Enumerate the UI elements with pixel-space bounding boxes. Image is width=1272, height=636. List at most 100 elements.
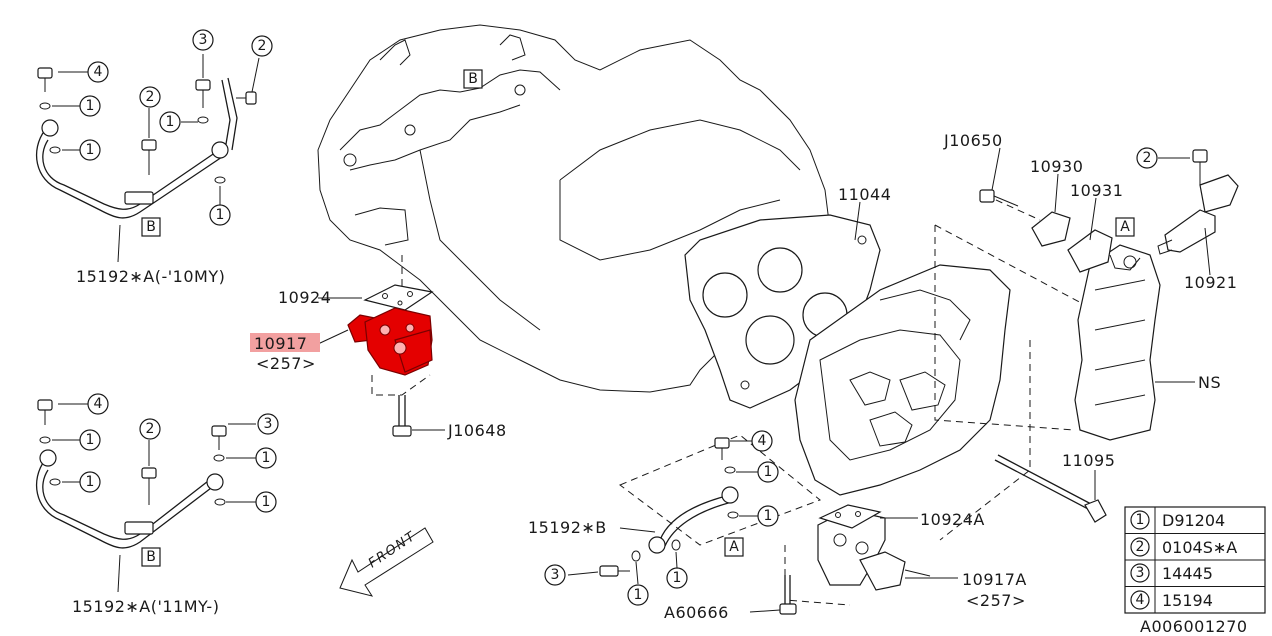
- svg-text:2: 2: [146, 89, 155, 105]
- label-10931[interactable]: 10931: [1070, 181, 1123, 200]
- callout-4[interactable]: 4: [87, 61, 109, 83]
- svg-text:4: 4: [94, 64, 103, 80]
- legend-part[interactable]: 0104S∗A: [1162, 538, 1237, 557]
- label-11044[interactable]: 11044: [838, 185, 891, 204]
- ref-marker-b-bottom[interactable]: B: [141, 547, 161, 567]
- svg-text:1: 1: [86, 474, 95, 490]
- svg-text:B: B: [146, 549, 156, 565]
- label-11095[interactable]: 11095: [1062, 451, 1115, 470]
- label-10917a[interactable]: 10917A: [962, 570, 1027, 589]
- label-10924a[interactable]: 10924A: [920, 510, 985, 529]
- label-10930[interactable]: 10930: [1030, 157, 1083, 176]
- callout-1[interactable]: 1: [757, 461, 779, 483]
- oil-pump-10917a[interactable]: [817, 509, 931, 591]
- oil-pump-10917-highlighted[interactable]: [347, 307, 433, 376]
- front-label: FRONT: [366, 528, 420, 571]
- front-arrow: FRONT: [339, 527, 434, 597]
- svg-text:3: 3: [264, 416, 273, 432]
- callout-2[interactable]: 2: [139, 418, 161, 440]
- svg-text:1: 1: [764, 508, 773, 524]
- callout-3[interactable]: 3: [192, 29, 214, 51]
- cam-cover-ns[interactable]: [1074, 244, 1161, 441]
- ocv-10921[interactable]: [1157, 174, 1239, 255]
- svg-text:4: 4: [758, 433, 767, 449]
- legend-part[interactable]: 14445: [1162, 564, 1213, 583]
- legend-part[interactable]: 15194: [1162, 591, 1213, 610]
- ref-marker-a-pipe[interactable]: A: [724, 537, 744, 557]
- callout-4[interactable]: 4: [87, 393, 109, 415]
- label-j10650[interactable]: J10650: [943, 131, 1003, 150]
- gasket-10924a[interactable]: [818, 504, 882, 529]
- label-10917[interactable]: 10917: [254, 334, 307, 353]
- callout-1[interactable]: 1: [209, 204, 231, 226]
- ref-marker-a-cover[interactable]: A: [1115, 217, 1135, 237]
- ref-marker-b-engine[interactable]: B: [463, 69, 483, 89]
- svg-text:1: 1: [634, 587, 643, 603]
- head-gasket-11044[interactable]: [684, 214, 881, 409]
- part-labels: 10917 <257> 10924 J10648 J10650 10930 10…: [72, 131, 1248, 636]
- svg-text:A: A: [1120, 219, 1130, 235]
- ref-markers: B B B A A: [141, 69, 1135, 567]
- label-10924[interactable]: 10924: [278, 288, 331, 307]
- callout-1[interactable]: 1: [757, 505, 779, 527]
- callout-4[interactable]: 4: [751, 430, 773, 452]
- svg-text:B: B: [146, 219, 156, 235]
- svg-text:1: 1: [262, 494, 271, 510]
- diagram-id: A006001270: [1140, 617, 1248, 636]
- bolt-2-right[interactable]: [1192, 149, 1208, 186]
- callout-1[interactable]: 1: [79, 471, 101, 493]
- label-10917a-qty: <257>: [966, 591, 1026, 610]
- legend-num: 3: [1136, 565, 1145, 581]
- legend-num: 2: [1136, 539, 1145, 555]
- head-bolt-11095[interactable]: [994, 454, 1107, 523]
- svg-text:1: 1: [673, 570, 682, 586]
- label-15192a-old[interactable]: 15192∗A(-'10MY): [76, 267, 225, 286]
- callout-2[interactable]: 2: [139, 86, 161, 108]
- svg-text:1: 1: [764, 464, 773, 480]
- oil-pipe-15192a-old[interactable]: [35, 77, 238, 219]
- callout-1[interactable]: 1: [627, 584, 649, 606]
- svg-text:2: 2: [258, 38, 267, 54]
- callout-3[interactable]: 3: [257, 413, 279, 435]
- legend-num: 4: [1136, 592, 1145, 608]
- gasket-10930[interactable]: [1031, 211, 1071, 247]
- svg-text:1: 1: [86, 432, 95, 448]
- label-a60666[interactable]: A60666: [664, 603, 729, 622]
- fasteners-left: [37, 67, 739, 577]
- legend-num: 1: [1136, 512, 1145, 528]
- bolt-j10648[interactable]: [392, 395, 412, 437]
- legend-row-3: 3 14445: [1130, 563, 1213, 583]
- label-15192b[interactable]: 15192∗B: [528, 518, 607, 537]
- callout-1[interactable]: 1: [666, 567, 688, 589]
- bolt-a60666[interactable]: [779, 575, 797, 615]
- svg-text:1: 1: [86, 98, 95, 114]
- label-ns[interactable]: NS: [1198, 373, 1221, 392]
- gasket-10924[interactable]: [363, 284, 434, 311]
- callout-1[interactable]: 1: [79, 139, 101, 161]
- callout-1[interactable]: 1: [255, 491, 277, 513]
- label-j10648[interactable]: J10648: [447, 421, 507, 440]
- label-highlight-10917: [250, 333, 320, 352]
- callout-1[interactable]: 1: [79, 95, 101, 117]
- oil-pipe-15192b[interactable]: [648, 486, 739, 554]
- legend-row-4: 4 15194: [1130, 590, 1213, 610]
- legend-part[interactable]: D91204: [1162, 511, 1225, 530]
- callout-2[interactable]: 2: [1136, 147, 1158, 169]
- label-10921[interactable]: 10921: [1184, 273, 1237, 292]
- svg-text:4: 4: [94, 396, 103, 412]
- bolt-j10650[interactable]: [979, 189, 1019, 207]
- legend-table: 1 D91204 2 0104S∗A 3 14445 4 15194: [1124, 506, 1266, 614]
- callout-2[interactable]: 2: [251, 35, 273, 57]
- ref-marker-b-top[interactable]: B: [141, 217, 161, 237]
- callout-1[interactable]: 1: [159, 111, 181, 133]
- svg-text:3: 3: [551, 567, 560, 583]
- callout-1[interactable]: 1: [79, 429, 101, 451]
- callout-1[interactable]: 1: [255, 447, 277, 469]
- label-15192a-new[interactable]: 15192∗A('11MY-): [72, 597, 219, 616]
- svg-text:A: A: [729, 539, 739, 555]
- callout-3[interactable]: 3: [544, 564, 566, 586]
- cylinder-head: [794, 264, 1011, 496]
- callout-circles: 4 1 1 2 1 3 2 1 4 1 1 2 3 1 1 4 1 1 3 1 …: [79, 29, 1158, 606]
- oil-pipe-15192a-new[interactable]: [35, 449, 224, 549]
